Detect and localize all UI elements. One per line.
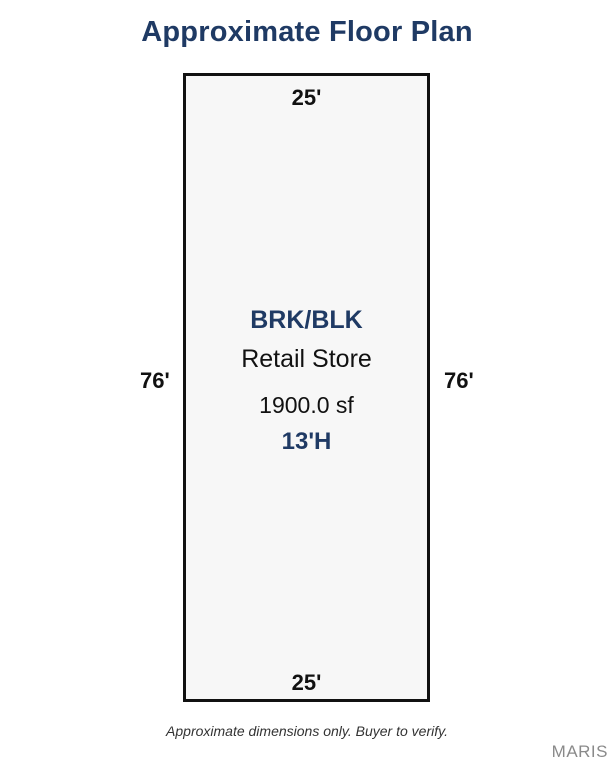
ceiling-height: 13'H	[281, 428, 332, 455]
dimension-right: 76'	[444, 368, 474, 393]
dimension-top: 25'	[291, 85, 322, 110]
construction-material: BRK/BLK	[250, 306, 363, 334]
page-title: Approximate Floor Plan	[141, 16, 473, 48]
floor-plan-room	[183, 73, 430, 702]
disclaimer: Approximate dimensions only. Buyer to ve…	[166, 723, 448, 739]
room-area: 1900.0 sf	[259, 392, 354, 418]
dimension-bottom: 25'	[291, 670, 322, 695]
room-use: Retail Store	[241, 345, 372, 373]
dimension-left: 76'	[140, 368, 170, 393]
watermark-logo: MARIS	[551, 742, 608, 761]
